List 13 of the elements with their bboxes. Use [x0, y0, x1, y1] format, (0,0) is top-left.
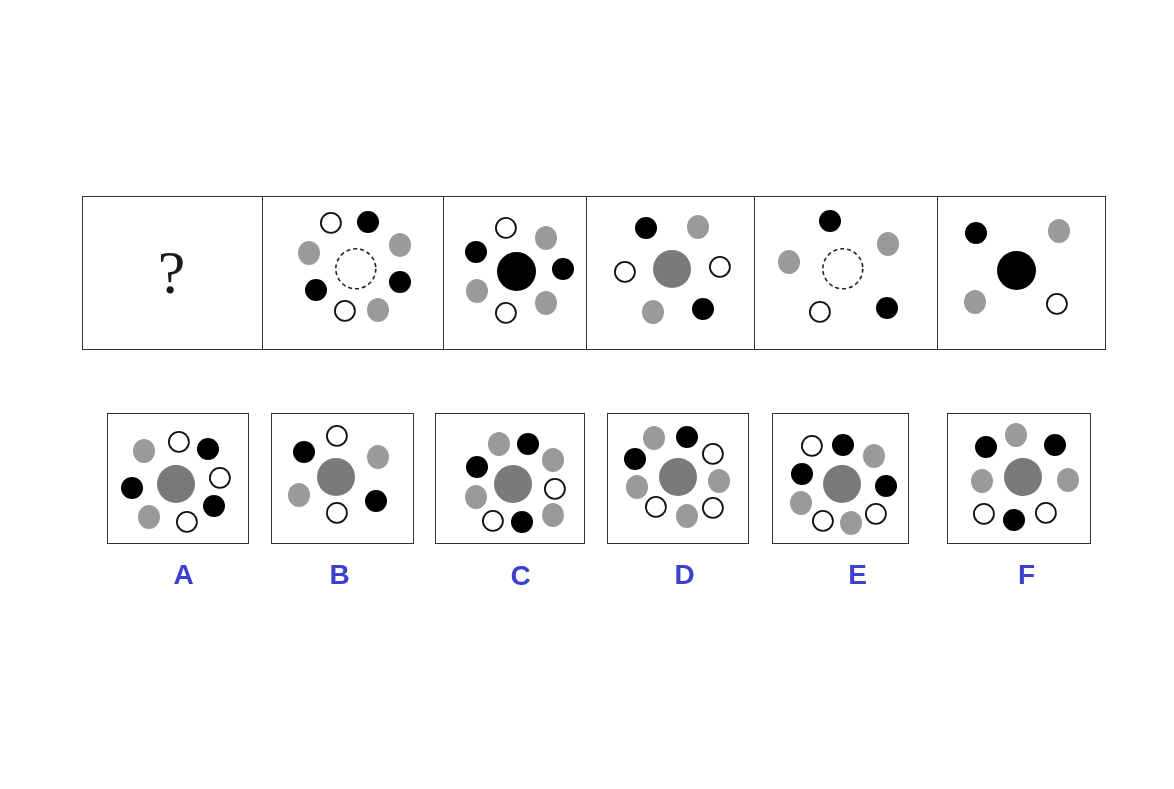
puzzle-panel [82, 196, 263, 350]
option-label: F [1017, 560, 1036, 589]
option-label: E [848, 560, 867, 589]
option-label: A [173, 560, 194, 589]
puzzle-panel [443, 196, 587, 350]
question-mark: ? [157, 240, 186, 303]
puzzle-panel [262, 196, 444, 350]
puzzle-panel [754, 196, 938, 350]
puzzle-panel [937, 196, 1106, 350]
option-label: D [674, 560, 695, 589]
option-label: C [510, 561, 531, 590]
puzzle-panel [586, 196, 755, 350]
option-label: B [329, 560, 350, 589]
